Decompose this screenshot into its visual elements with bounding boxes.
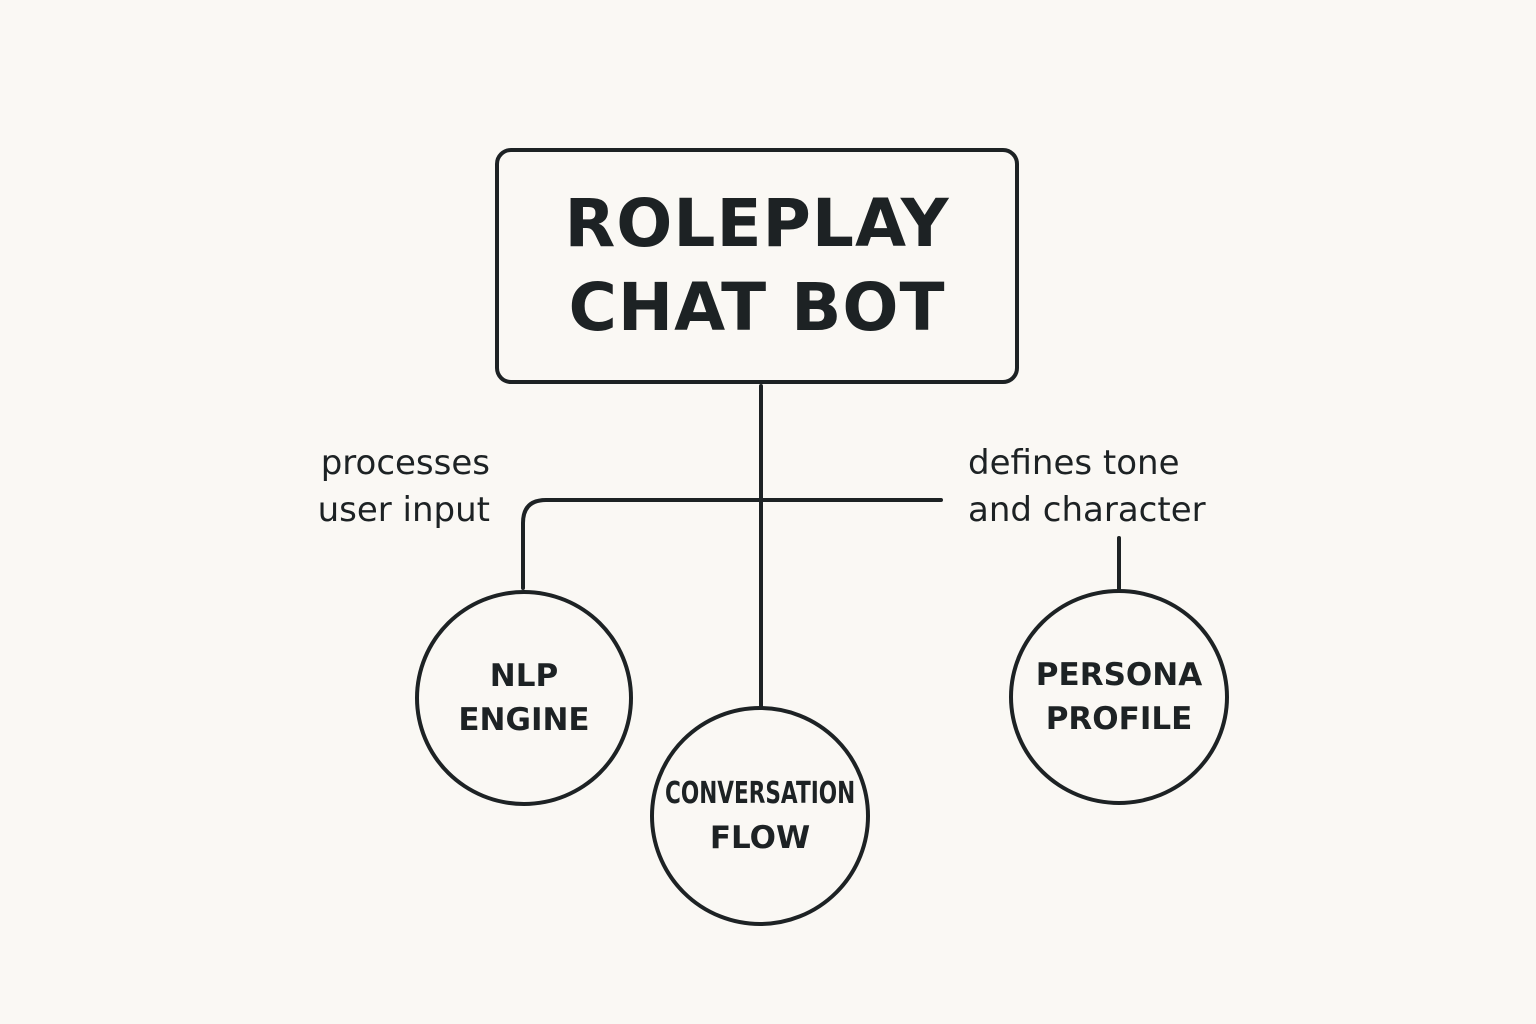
connector-branch-to-nlp xyxy=(521,498,943,590)
annotation-right-line-2: and character xyxy=(968,490,1206,530)
node-persona-line-1: PERSONA xyxy=(1035,657,1203,693)
node-persona-profile: PERSONA PROFILE xyxy=(1009,589,1229,805)
annotation-processes-user-input: processes user input xyxy=(318,440,490,534)
node-nlp-line-1: NLP xyxy=(489,658,559,694)
node-persona-line-2: PROFILE xyxy=(1045,701,1193,737)
root-title-line-2: CHAT BOT xyxy=(568,269,946,346)
annotation-defines-tone: defines tone and character xyxy=(968,440,1206,534)
root-node-box: ROLEPLAY CHAT BOT xyxy=(495,148,1019,384)
annotation-left-line-1: processes xyxy=(320,443,490,483)
node-conversation-line-1: CONVERSATION xyxy=(664,776,856,811)
node-nlp-engine: NLP ENGINE xyxy=(415,590,633,806)
node-conversation-flow: CONVERSATION FLOW xyxy=(650,706,870,926)
node-conversation-line-2: FLOW xyxy=(709,820,811,856)
node-nlp-line-2: ENGINE xyxy=(458,702,590,738)
annotation-right-line-1: defines tone xyxy=(968,443,1180,483)
root-title-line-1: ROLEPLAY xyxy=(564,185,950,262)
annotation-left-line-2: user input xyxy=(317,490,490,530)
